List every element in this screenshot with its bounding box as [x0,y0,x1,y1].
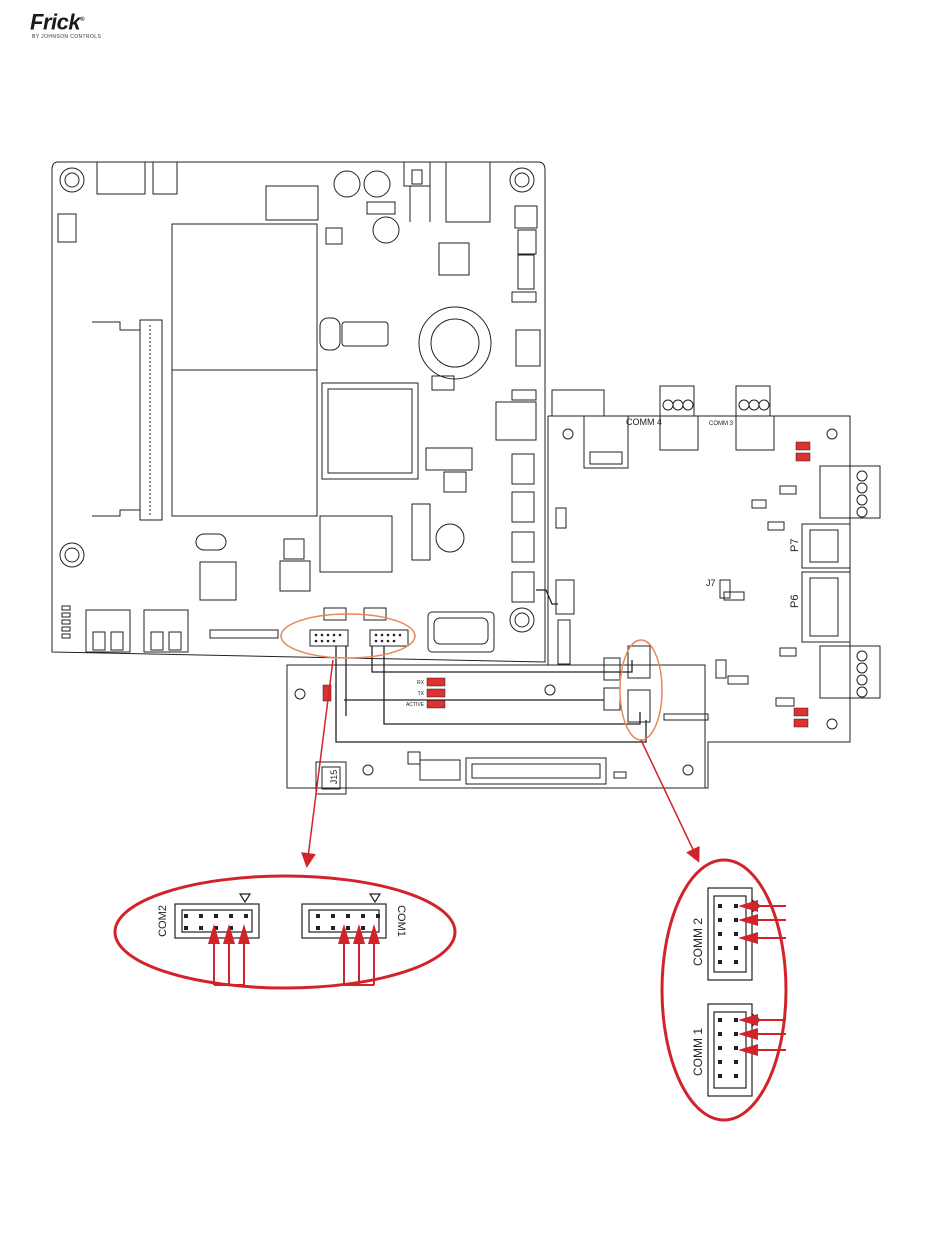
zoom-comm-board-headers: COMM 2 COMM 1 [662,860,786,1120]
comm2-header [628,646,650,678]
rx-led [427,678,445,686]
active-led [427,700,445,708]
zoom-com-headers: COM2 COM1 [115,876,455,988]
rx-label: RX [417,680,425,686]
tx-led [427,689,445,697]
zoom-comm1-label: COMM 1 [691,1028,705,1076]
comm1-header [628,690,650,722]
zoom-com2-label: COM2 [157,905,169,937]
j15-label: J15 [329,770,339,785]
p7-label: P7 [789,539,801,552]
p6-label: P6 [789,595,801,608]
mount-hole [60,168,534,632]
zoom-comm2-label: COMM 2 [691,918,705,966]
led-bank [62,606,70,638]
comm-cables [336,590,646,742]
adapter-board [287,665,705,794]
comm4-label: COMM 4 [626,417,662,427]
zoom-com1-label: COM1 [395,905,407,937]
active-label: ACTIVE [406,702,425,708]
j7-label: J7 [706,578,716,588]
motherboard [52,162,545,662]
com2-header [310,630,348,646]
com1-header [370,630,408,646]
callout-arrow-right [641,740,698,860]
tx-label: TX [418,691,425,697]
header-pins [315,634,402,643]
comm3-label: COMM 3 [709,421,734,427]
